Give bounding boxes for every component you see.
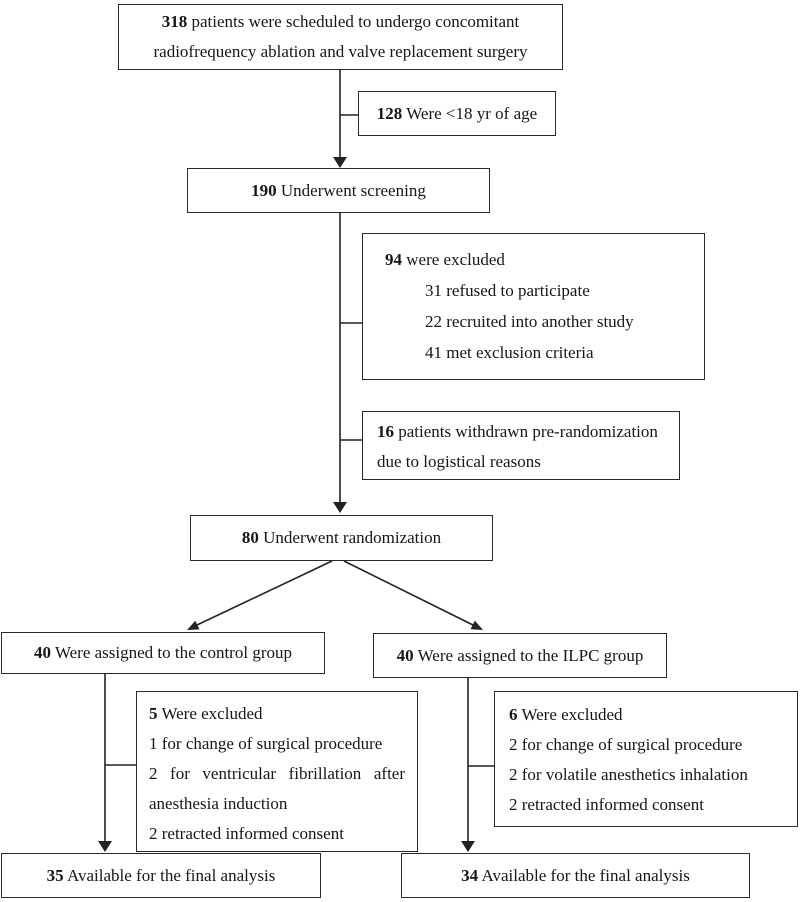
excluded-5-line: 5 Were excluded: [149, 704, 263, 723]
arrow-ilpc-to-final: [461, 678, 475, 852]
flow-box-randomization: 80 Underwent randomization: [190, 515, 493, 561]
arrow-eligible-to-screening: [333, 70, 347, 168]
excluded-94-line: 94 were excluded: [385, 250, 505, 269]
ilpc-group-text: 40 Were assigned to the ILPC group: [396, 645, 644, 665]
excluded-6-line: 6 Were excluded: [509, 705, 623, 724]
screening-count: 190: [251, 180, 277, 200]
final-control-count: 35: [46, 865, 64, 885]
flow-box-excluded-5: 5 Were excluded 1 for change of surgical…: [136, 691, 418, 852]
flow-box-control-group: 40 Were assigned to the control group: [1, 632, 325, 674]
excluded-6-reason: 2 for change of surgical procedure: [509, 735, 743, 754]
age-excluded-text: 128 Were <18 yr of age: [376, 103, 538, 123]
final-ilpc-count: 34: [461, 865, 479, 885]
final-ilpc-text: 34 Available for the final analysis: [461, 865, 690, 885]
withdrawn-count: 16: [377, 422, 394, 441]
arrow-randomization-to-control: [187, 560, 333, 630]
ilpc-group-count: 40: [396, 645, 414, 665]
withdrawn-line-2: due to logistical reasons: [377, 452, 541, 471]
excluded-5-reason: 2 retracted informed consent: [149, 824, 344, 843]
excluded-94-reason: 41 met exclusion criteria: [425, 343, 594, 362]
excluded-94-reason: 31 refused to participate: [425, 281, 590, 300]
eligible-line-2: radiofrequency ablation and valve replac…: [153, 42, 528, 61]
control-group-count: 40: [34, 643, 51, 662]
excluded-5-reason: 2 for ventricular fibrillation after: [149, 764, 405, 783]
flow-box-excluded-6: 6 Were excluded 2 for change of surgical…: [494, 691, 798, 827]
flow-box-excluded-94: 94 were excluded 31 refused to participa…: [362, 233, 705, 380]
final-control-text: 35 Available for the final analysis: [46, 865, 276, 885]
excluded-94-reason: 22 recruited into another study: [425, 312, 634, 331]
excluded-6-reason: 2 for volatile anesthetics inhalation: [509, 765, 748, 784]
excluded-5-reason: anesthesia induction: [149, 794, 288, 813]
eligible-line-1: 318 patients were scheduled to undergo c…: [161, 12, 520, 31]
flow-box-final-control: 35 Available for the final analysis: [1, 853, 321, 898]
randomization-text: 80 Underwent randomization: [241, 528, 442, 547]
screening-text: 190 Underwent screening: [251, 180, 426, 200]
eligible-count: 318: [161, 12, 188, 31]
randomization-count: 80: [241, 528, 259, 547]
flow-box-screening: 190 Underwent screening: [187, 168, 490, 213]
control-group-text: 40 Were assigned to the control group: [34, 643, 292, 662]
withdrawn-line-1: 16 patients withdrawn pre-randomization: [377, 422, 658, 441]
excluded-6-count: 6: [509, 705, 518, 724]
flow-box-final-ilpc: 34 Available for the final analysis: [401, 853, 750, 898]
arrow-screening-to-randomization: [333, 213, 347, 513]
age-excluded-count: 128: [376, 103, 403, 123]
flow-box-ilpc-group: 40 Were assigned to the ILPC group: [373, 633, 667, 678]
flow-box-eligible: 318 patients were scheduled to undergo c…: [118, 4, 563, 70]
excluded-5-reason: 1 for change of surgical procedure: [149, 734, 383, 753]
arrow-control-to-final: [98, 673, 112, 852]
arrow-randomization-to-ilpc: [343, 560, 483, 630]
excluded-5-count: 5: [149, 704, 158, 723]
flow-box-withdrawn: 16 patients withdrawn pre-randomization …: [362, 411, 680, 480]
excluded-94-count: 94: [385, 250, 402, 269]
flow-box-age-excluded: 128 Were <18 yr of age: [358, 91, 556, 136]
excluded-6-reason: 2 retracted informed consent: [509, 795, 704, 814]
